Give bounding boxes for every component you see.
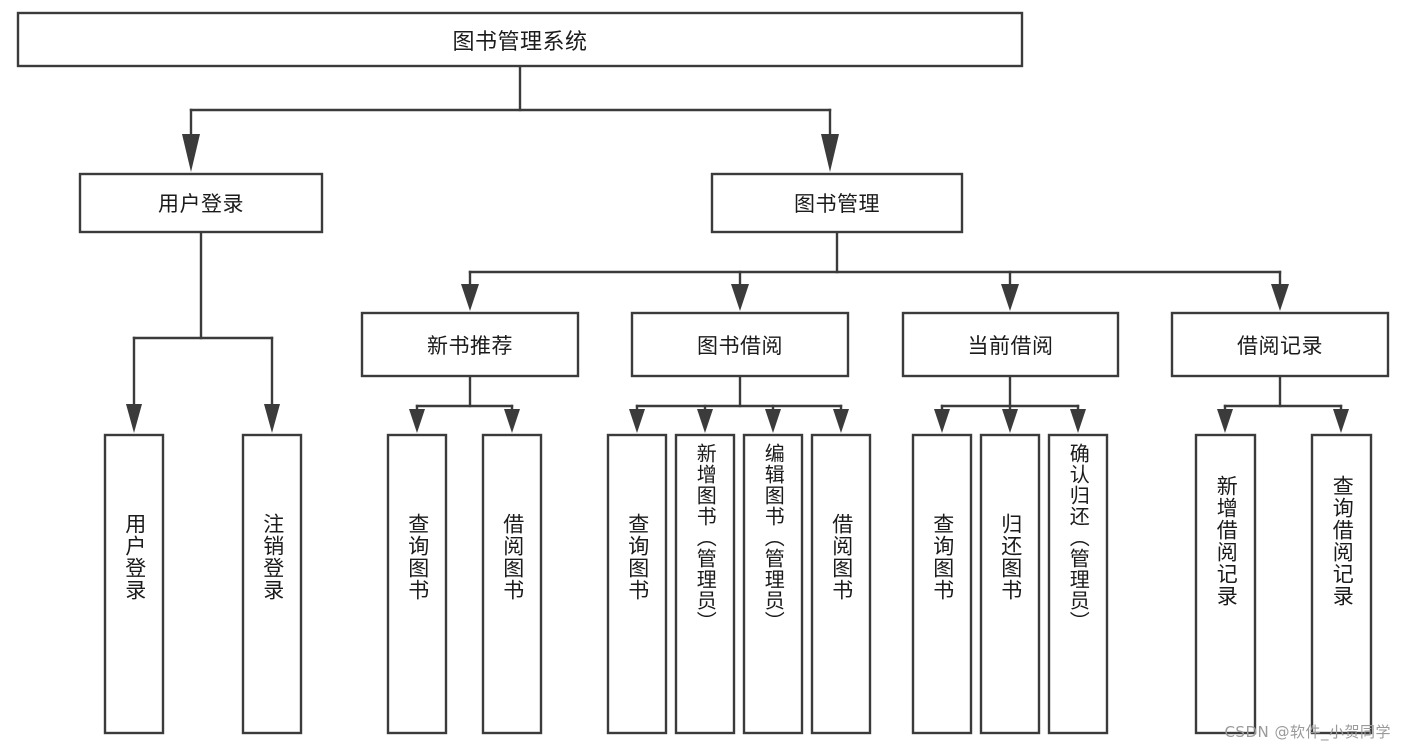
node-box-leaf-borrow-book-2[interactable] — [810, 433, 872, 735]
node-box-leaf-confirm-return[interactable] — [1047, 433, 1109, 735]
node-box-leaf-borrow-book-1[interactable] — [481, 433, 543, 735]
arrow-head-book-borrow — [731, 284, 749, 311]
arrow-head-leaf-borrow-book-1 — [504, 409, 520, 433]
node-box-leaf-add-book[interactable] — [674, 433, 736, 735]
arrow-head-borrow-record — [1271, 284, 1289, 311]
node-box-leaf-query-borrow-record[interactable] — [1310, 433, 1373, 735]
arrow-head-leaf-confirm-return — [1070, 409, 1086, 433]
node-box-group — [16, 11, 1390, 735]
arrow-head-user-login — [182, 134, 200, 172]
node-box-leaf-query-book-3[interactable] — [911, 433, 973, 735]
arrow-head-leaf-query-book-1 — [409, 409, 425, 433]
node-box-leaf-user-login[interactable] — [103, 433, 165, 735]
node-box-leaf-query-book-1[interactable] — [386, 433, 448, 735]
node-box-leaf-edit-book[interactable] — [742, 433, 804, 735]
arrow-head-leaf-return-book — [1002, 409, 1018, 433]
watermark-text: CSDN @软件_小贺同学 — [1224, 723, 1391, 741]
arrow-head-book-manage — [821, 134, 839, 172]
node-box-borrow-record[interactable] — [1170, 311, 1390, 378]
arrow-head-leaf-add-borrow-record — [1217, 409, 1233, 433]
node-box-book-borrow[interactable] — [630, 311, 850, 378]
arrow-head-new-book-recommend — [461, 284, 479, 311]
arrow-head-leaf-borrow-book-2 — [833, 409, 849, 433]
node-box-new-book-recommend[interactable] — [360, 311, 580, 378]
arrow-head-leaf-query-borrow-record — [1333, 409, 1349, 433]
arrow-head-leaf-query-book-3 — [934, 409, 950, 433]
arrow-head-leaf-query-book-2 — [629, 409, 645, 433]
arrow-head-leaf-add-book — [697, 409, 713, 433]
node-box-leaf-add-borrow-record[interactable] — [1194, 433, 1257, 735]
arrow-head-leaf-edit-book — [765, 409, 781, 433]
arrow-head-leaf-user-logout — [264, 404, 280, 433]
connector-group — [126, 64, 1349, 433]
node-box-book-manage[interactable] — [710, 172, 964, 234]
node-box-leaf-query-book-2[interactable] — [606, 433, 668, 735]
arrow-head-leaf-user-login — [126, 404, 142, 433]
node-box-leaf-user-logout[interactable] — [241, 433, 303, 735]
node-box-leaf-return-book[interactable] — [979, 433, 1041, 735]
arrow-head-current-borrow — [1001, 284, 1019, 311]
node-box-user-login[interactable] — [78, 172, 324, 234]
node-box-current-borrow[interactable] — [901, 311, 1120, 378]
node-box-root[interactable] — [16, 11, 1024, 68]
